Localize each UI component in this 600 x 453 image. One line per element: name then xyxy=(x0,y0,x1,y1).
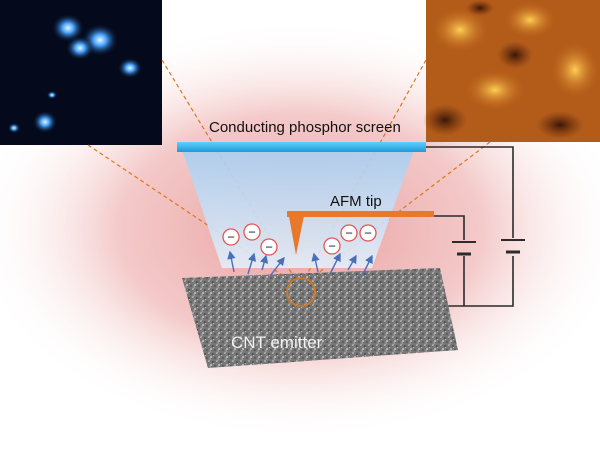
battery-right-icon xyxy=(501,239,525,254)
phosphor-screen xyxy=(177,142,426,152)
svg-text:−: − xyxy=(364,226,372,241)
electrons: − − − − − − xyxy=(222,223,377,256)
afm-image xyxy=(423,0,600,142)
emission-arrows xyxy=(227,250,373,277)
phosphor-screen-label: Conducting phosphor screen xyxy=(209,119,401,136)
luminescence-image xyxy=(0,0,162,145)
svg-text:−: − xyxy=(265,240,273,255)
svg-text:−: − xyxy=(248,225,256,240)
svg-text:−: − xyxy=(328,239,336,254)
cnt-emitter-label: CNT emitter xyxy=(231,333,323,352)
electron-beam-region xyxy=(182,150,414,268)
afm-tip xyxy=(287,211,434,255)
svg-text:−: − xyxy=(345,226,353,241)
battery-left-icon xyxy=(452,241,476,256)
electron: − xyxy=(323,237,341,255)
electron: − xyxy=(359,224,377,242)
electron: − xyxy=(340,224,358,242)
probe-spot-circle xyxy=(286,277,316,307)
svg-text:−: − xyxy=(227,230,235,245)
electron: − xyxy=(222,228,240,246)
afm-tip-label: AFM tip xyxy=(330,193,382,210)
electron: − xyxy=(243,223,261,241)
electron: − xyxy=(260,238,278,256)
cnt-emitter-substrate xyxy=(182,268,458,368)
circuit xyxy=(426,146,514,307)
